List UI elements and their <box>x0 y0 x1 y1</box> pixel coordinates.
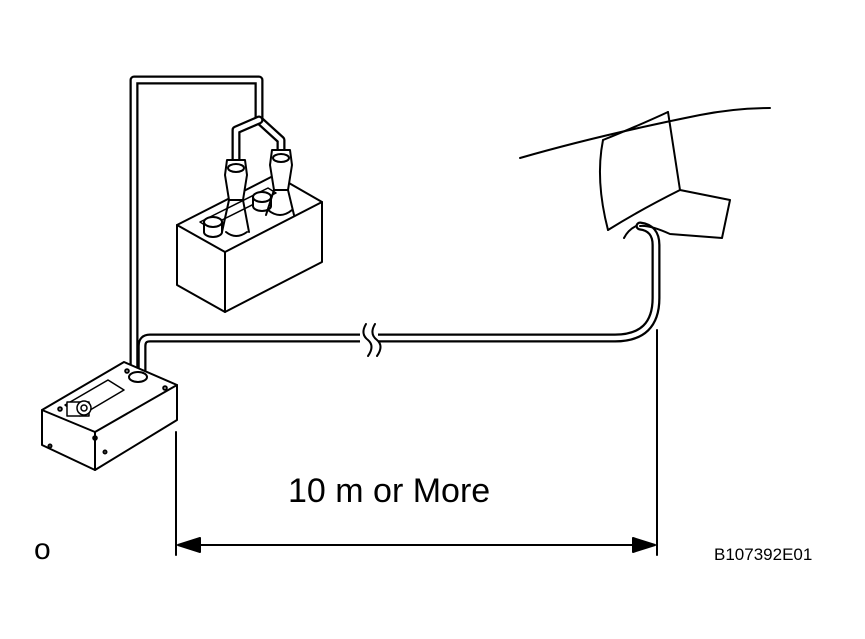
dimension-line <box>175 329 658 556</box>
battery-cable <box>129 75 286 377</box>
cable-break-symbol <box>360 323 382 357</box>
control-box <box>41 361 178 471</box>
distance-label: 10 m or More <box>288 472 491 510</box>
corner-mark: o <box>34 533 51 566</box>
battery <box>176 174 323 313</box>
long-cable <box>137 221 661 377</box>
battery-clamp-right <box>265 149 295 216</box>
vehicle-body <box>519 107 771 239</box>
figure-code: B107392E01 <box>714 545 813 564</box>
battery-clamp-left <box>221 159 250 237</box>
